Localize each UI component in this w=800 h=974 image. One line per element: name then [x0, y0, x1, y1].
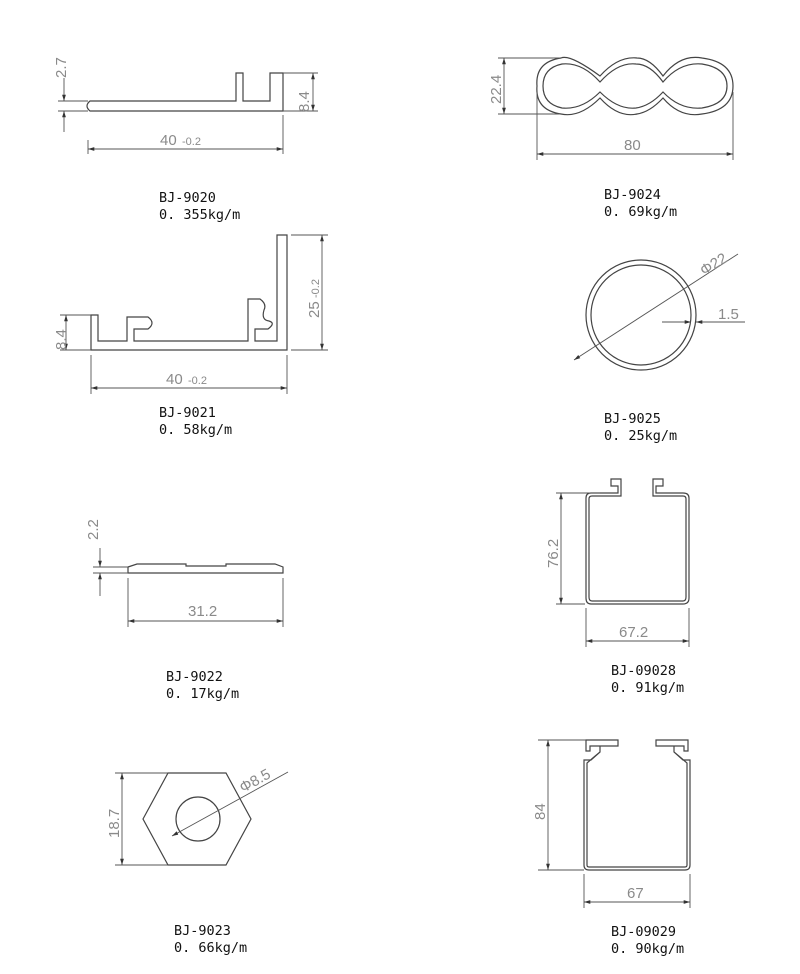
- profile-bj-9023: 18.7 Φ8.5: [106, 766, 289, 866]
- profile-code: BJ-9020: [159, 190, 216, 206]
- profile-weight: 0. 58kg/m: [159, 422, 233, 438]
- profile-bj-9020: 40 -0.2 2.7 8.4: [53, 57, 318, 154]
- profile-label: BJ-9025 0. 25kg/m: [604, 411, 677, 445]
- bj-9024-height: 22.4: [488, 75, 505, 104]
- profile-bj-09029: 84 67: [532, 739, 691, 908]
- bj-9021-width-tol: -0.2: [188, 375, 207, 387]
- bj-9020-width: 40: [160, 132, 177, 149]
- bj-9020-section: [86, 72, 284, 112]
- profile-code: BJ-9023: [174, 923, 231, 939]
- profile-label: BJ-09029 0. 90kg/m: [611, 924, 684, 958]
- bj-9025-diameter: Φ22: [697, 250, 730, 280]
- profile-label: BJ-9020 0. 355kg/m: [159, 190, 240, 224]
- profile-weight: 0. 91kg/m: [611, 680, 685, 696]
- profile-weight: 0. 90kg/m: [611, 941, 685, 957]
- bj-9021-lip: 8.4: [53, 329, 70, 350]
- bj-9025-inner: [590, 264, 692, 366]
- bj-9023-section: [142, 772, 252, 866]
- bj-09029-height: 84: [532, 803, 549, 820]
- profile-bj-9024: 80 22.4: [488, 56, 734, 160]
- bj-9021-height-tol: -0.2: [310, 279, 322, 298]
- bj-09028-outer: [585, 478, 690, 605]
- profile-label: BJ-09028 0. 91kg/m: [611, 663, 684, 697]
- bj-9021-width: 40: [166, 371, 183, 388]
- bj-09029-width: 67: [627, 885, 644, 902]
- profile-code: BJ-09029: [611, 924, 677, 940]
- profile-bj-9021: 40 -0.2 25 -0.2 8.4: [53, 234, 328, 394]
- bj-9021-height: 25: [306, 301, 323, 318]
- bj-09028-height: 76.2: [545, 539, 562, 568]
- bj-9022-thickness: 2.2: [85, 519, 102, 540]
- bj-9023-hole: [175, 796, 221, 842]
- profile-label: BJ-9021 0. 58kg/m: [159, 405, 232, 439]
- profile-weight: 0. 355kg/m: [159, 207, 241, 223]
- bj-9023-hole-dia: Φ8.5: [237, 766, 274, 797]
- profile-weight: 0. 66kg/m: [174, 940, 248, 956]
- profile-bj-9022: 31.2 2.2: [85, 519, 284, 627]
- bj-9022-section: [127, 563, 284, 574]
- bj-9020-width-tol: -0.2: [182, 136, 201, 148]
- bj-9024-outer: [536, 56, 734, 116]
- profile-weight: 0. 17kg/m: [166, 686, 240, 702]
- bj-9024-inner: [542, 63, 728, 109]
- bj-9020-height: 8.4: [296, 91, 313, 112]
- profile-label: BJ-9024 0. 69kg/m: [604, 187, 677, 221]
- bj-9021-section: [90, 234, 288, 351]
- bj-9025-wall: 1.5: [718, 306, 739, 323]
- bj-09029-outer: [583, 739, 691, 871]
- bj-09028-width: 67.2: [619, 624, 648, 641]
- profile-code: BJ-9022: [166, 669, 223, 685]
- profile-bj-9025: Φ22 1.5: [573, 250, 745, 371]
- profile-code: BJ-9024: [604, 187, 661, 203]
- bj-9023-height: 18.7: [106, 809, 123, 838]
- profile-label: BJ-9022 0. 17kg/m: [166, 669, 239, 703]
- bj-9022-width: 31.2: [188, 603, 217, 620]
- bj-9020-thickness: 2.7: [53, 57, 70, 78]
- bj-9025-outer: [585, 259, 697, 371]
- profile-code: BJ-9021: [159, 405, 216, 421]
- profile-weight: 0. 69kg/m: [604, 204, 678, 220]
- profile-code: BJ-09028: [611, 663, 677, 679]
- profile-code: BJ-9025: [604, 411, 661, 427]
- bj-9024-width: 80: [624, 137, 641, 154]
- profile-label: BJ-9023 0. 66kg/m: [174, 923, 247, 957]
- profile-bj-09028: 76.2 67.2: [545, 478, 690, 647]
- profile-weight: 0. 25kg/m: [604, 428, 678, 444]
